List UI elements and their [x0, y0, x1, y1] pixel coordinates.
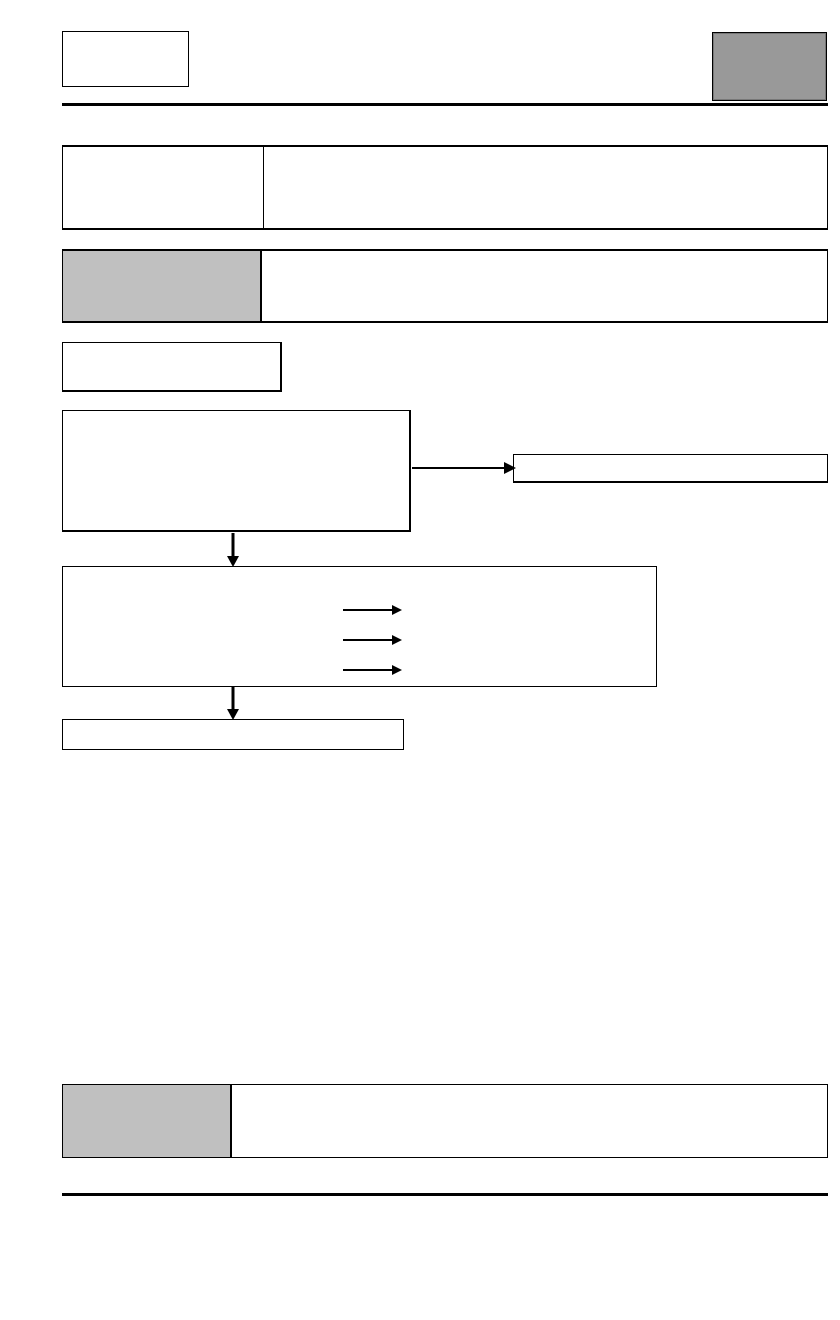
info-box-divider [263, 147, 264, 228]
flow-sub-checks-box [62, 566, 657, 687]
arrow-right-to-result [412, 462, 516, 474]
arrow-sub-check-2 [343, 635, 402, 645]
arrow-down-to-final [227, 686, 239, 720]
flow-check-box [62, 410, 411, 532]
shaded-box-top [62, 249, 828, 323]
arrow-sub-check-3 [343, 665, 402, 675]
info-box [62, 145, 828, 230]
shaded-box-bottom-label-cell [63, 1085, 232, 1157]
header-rule [62, 103, 828, 106]
step-start-box [62, 342, 282, 392]
arrow-sub-check-1 [343, 605, 402, 615]
shaded-box-top-label-cell [63, 251, 262, 321]
footer-rule [62, 1193, 828, 1196]
header-right-tab [712, 32, 827, 101]
arrow-down-to-sub-checks [227, 533, 239, 567]
header-left-tab [62, 31, 189, 87]
shaded-box-bottom [62, 1084, 828, 1158]
